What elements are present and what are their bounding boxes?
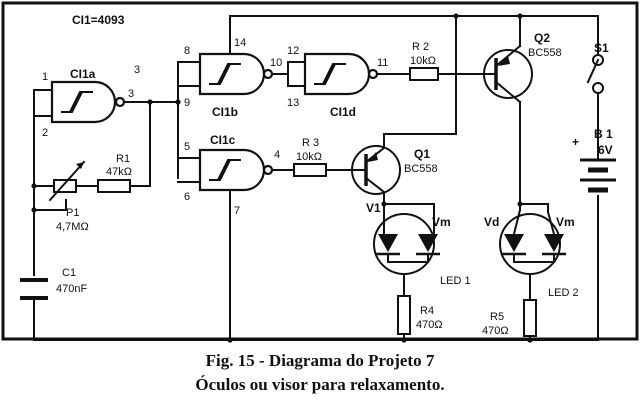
s1-ref: S1 bbox=[594, 41, 609, 55]
gate-c-pin4: 4 bbox=[274, 149, 280, 161]
c1-ref: C1 bbox=[62, 267, 76, 279]
led1-vm-label: Vm bbox=[432, 215, 451, 229]
resistor-r3 bbox=[293, 163, 327, 177]
caption-subtitle: Óculos ou visor para relaxamento. bbox=[195, 375, 444, 394]
gate-d-pin13: 13 bbox=[287, 97, 299, 109]
q1-ref: Q1 bbox=[414, 147, 430, 161]
c1-value: 470nF bbox=[56, 283, 87, 295]
gate-c-label: CI1c bbox=[210, 133, 236, 147]
caption-title: Fig. 15 - Diagrama do Projeto 7 bbox=[206, 351, 435, 370]
capacitor-c1 bbox=[20, 278, 48, 306]
q2-value: BC558 bbox=[528, 47, 562, 59]
battery-b1 bbox=[580, 158, 616, 193]
r3-ref: R 3 bbox=[302, 137, 319, 149]
b1-value: 6V bbox=[598, 143, 613, 157]
led1-ref: LED 1 bbox=[440, 275, 471, 287]
gate-ci1a bbox=[50, 80, 126, 124]
r4-value: 470Ω bbox=[416, 319, 443, 331]
gate-a-pin3: 3 bbox=[128, 88, 134, 100]
r2-value: 10kΩ bbox=[410, 55, 436, 67]
gate-ci1c bbox=[198, 148, 274, 192]
gate-b-label: CI1b bbox=[212, 105, 238, 119]
led2-vm-label: Vm bbox=[556, 215, 575, 229]
r1-ref: R1 bbox=[116, 153, 130, 165]
stray-mark: 3 bbox=[134, 64, 140, 76]
gate-d-pin12: 12 bbox=[287, 45, 299, 57]
transistor-q1 bbox=[351, 145, 401, 195]
resistor-r5 bbox=[523, 299, 537, 337]
resistor-r2 bbox=[409, 67, 439, 81]
r5-value: 470Ω bbox=[482, 325, 509, 337]
gate-a-label: CI1a bbox=[70, 67, 96, 81]
gate-b-pin9: 9 bbox=[184, 97, 190, 109]
gate-ci1b bbox=[198, 52, 274, 96]
q2-ref: Q2 bbox=[534, 31, 550, 45]
q1-value: BC558 bbox=[404, 163, 438, 175]
b1-ref: B 1 bbox=[594, 127, 613, 141]
resistor-r4 bbox=[397, 295, 411, 335]
gate-c-pin5: 5 bbox=[184, 141, 190, 153]
resistor-r1 bbox=[97, 179, 131, 193]
b1-polarity: + bbox=[572, 135, 579, 149]
gate-d-label: CI1d bbox=[330, 105, 356, 119]
r5-ref: R5 bbox=[490, 311, 504, 323]
gate-a-pin2: 2 bbox=[42, 127, 48, 139]
gate-b-pin8: 8 bbox=[184, 45, 190, 57]
led2-ref: LED 2 bbox=[548, 287, 579, 299]
led-1 bbox=[373, 209, 440, 275]
gate-ci1d bbox=[303, 52, 379, 96]
switch-s1 bbox=[586, 54, 604, 94]
led1-v1-label: V1 bbox=[366, 201, 381, 215]
gate-b-pin10: 10 bbox=[270, 57, 282, 69]
r4-ref: R4 bbox=[420, 305, 434, 317]
led2-vd-label: Vd bbox=[484, 215, 499, 229]
junction-dots bbox=[31, 13, 533, 343]
gate-a-pin1: 1 bbox=[42, 71, 48, 83]
transistor-q2 bbox=[481, 44, 533, 104]
potentiometer-p1 bbox=[48, 160, 86, 202]
gate-d-pin11: 11 bbox=[377, 57, 388, 69]
gate-c-pin6: 6 bbox=[184, 191, 190, 203]
gate-c-pin7: 7 bbox=[234, 205, 240, 217]
p1-value: 4,7MΩ bbox=[56, 221, 89, 233]
p1-ref: P1 bbox=[66, 207, 79, 219]
r3-value: 10kΩ bbox=[296, 151, 322, 163]
wires bbox=[33, 15, 599, 341]
r1-value: 47kΩ bbox=[106, 166, 132, 178]
ic-type-note: CI1=4093 bbox=[72, 13, 125, 27]
led-2 bbox=[499, 208, 566, 275]
gate-b-pin14: 14 bbox=[234, 37, 246, 49]
r2-ref: R 2 bbox=[412, 41, 429, 53]
